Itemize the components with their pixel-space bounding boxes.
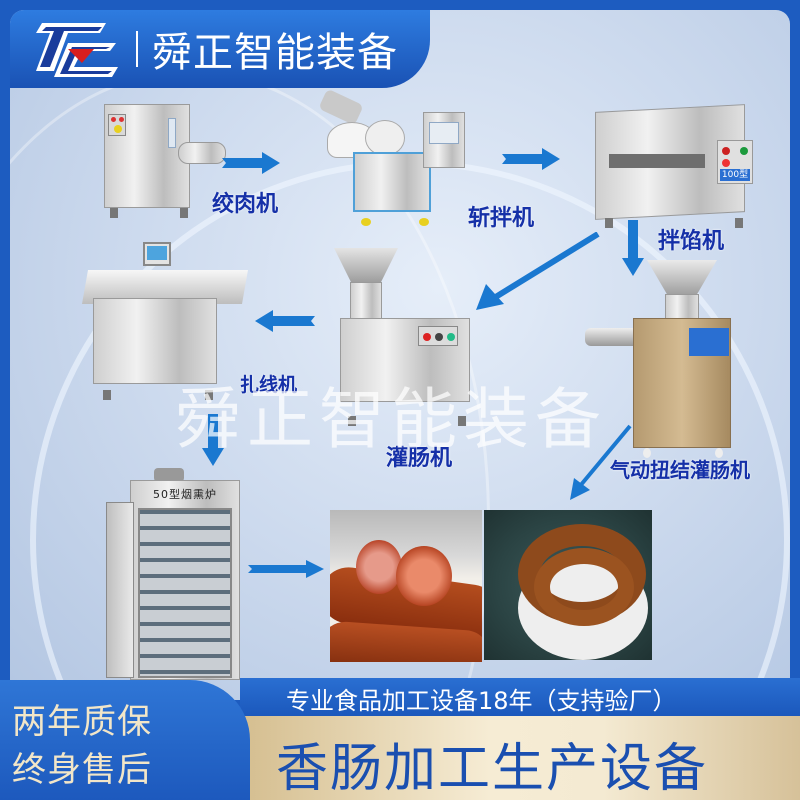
label-mixer: 拌馅机 — [658, 228, 725, 254]
oven-plate: 50型烟熏炉 — [153, 488, 217, 501]
logo-icon — [28, 19, 120, 79]
label-bowl-chopper: 斩拌机 — [468, 205, 535, 231]
warranty-badge: 两年质保 终身售后 — [0, 680, 250, 800]
mixer-image: 100型 — [595, 102, 770, 228]
tagline-banner: 专业食品加工设备18年（支持验厂） — [240, 678, 800, 716]
tying-machine-image — [82, 242, 248, 400]
label-sausage-filler: 灌肠机 — [386, 445, 453, 471]
pneumatic-filler-image — [585, 260, 735, 458]
header-bar: 舜正智能装备 — [10, 10, 430, 88]
warranty-line2: 终身售后 — [12, 750, 152, 790]
arrow-right-icon — [248, 560, 324, 578]
sausage-photo-cut — [330, 510, 482, 662]
process-canvas: 100型 50型烟熏炉 — [10, 10, 790, 700]
sausage-photo-coil — [484, 510, 652, 660]
smoke-oven-image: 50型烟熏炉 — [98, 468, 248, 680]
sausage-filler-image — [328, 248, 478, 426]
tagline-text: 专业食品加工设备18年（支持验厂） — [286, 687, 677, 715]
warranty-line1: 两年质保 — [12, 702, 152, 742]
arrow-down-left-icon — [472, 232, 600, 312]
label-meat-grinder: 绞肉机 — [212, 191, 279, 217]
brand-watermark: 舜正智能装备 — [175, 381, 607, 458]
headline-text: 香肠加工生产设备 — [276, 739, 709, 799]
model-plate: 100型 — [720, 169, 750, 181]
label-pneumatic-filler: 气动扭结灌肠机 — [610, 458, 750, 482]
meat-grinder-image — [98, 100, 238, 218]
arrow-down-icon — [622, 220, 644, 276]
arrow-left-icon — [255, 310, 315, 332]
arrow-down-left-icon — [568, 424, 632, 502]
brand-name: 舜正智能装备 — [152, 30, 398, 76]
bowl-chopper-image — [315, 88, 465, 226]
header-divider — [136, 31, 138, 67]
arrow-right-icon — [502, 148, 560, 170]
arrow-down-icon — [202, 414, 224, 466]
headline-banner: 香肠加工生产设备 — [236, 716, 800, 800]
arrow-right-icon — [222, 152, 280, 174]
label-tying-machine: 扎线机 — [240, 374, 298, 396]
